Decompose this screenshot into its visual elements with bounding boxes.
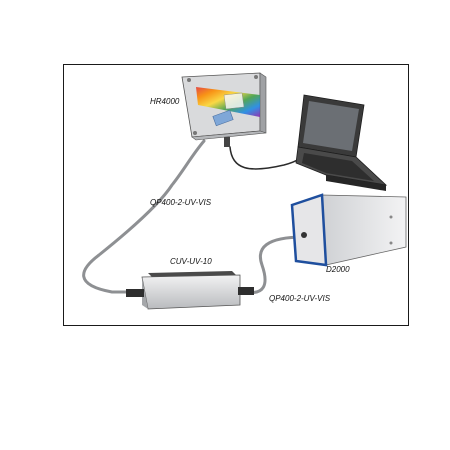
usb-cable (229, 146, 305, 170)
diagram-frame: HR4000 QP400-2-UV-VIS CUV-UV-10 D2000 QP… (63, 64, 409, 326)
label-d2000: D2000 (326, 265, 350, 274)
setup-illustration (82, 72, 407, 310)
label-cuv-uv-10: CUV-UV-10 (170, 257, 212, 266)
label-hr4000: HR4000 (150, 97, 180, 106)
laptop-computer (295, 94, 388, 191)
fiber-upper-cable (82, 139, 206, 294)
label-fiber-lower: QP400-2-UV-VIS (269, 294, 331, 303)
fiber-cables (82, 139, 306, 295)
d2000-light-source (290, 193, 407, 267)
hr4000-spectrometer (181, 72, 267, 147)
fiber-lower-cable (244, 235, 306, 295)
cuv-uv-10-holder (126, 271, 254, 310)
label-fiber-upper: QP400-2-UV-VIS (150, 198, 212, 207)
